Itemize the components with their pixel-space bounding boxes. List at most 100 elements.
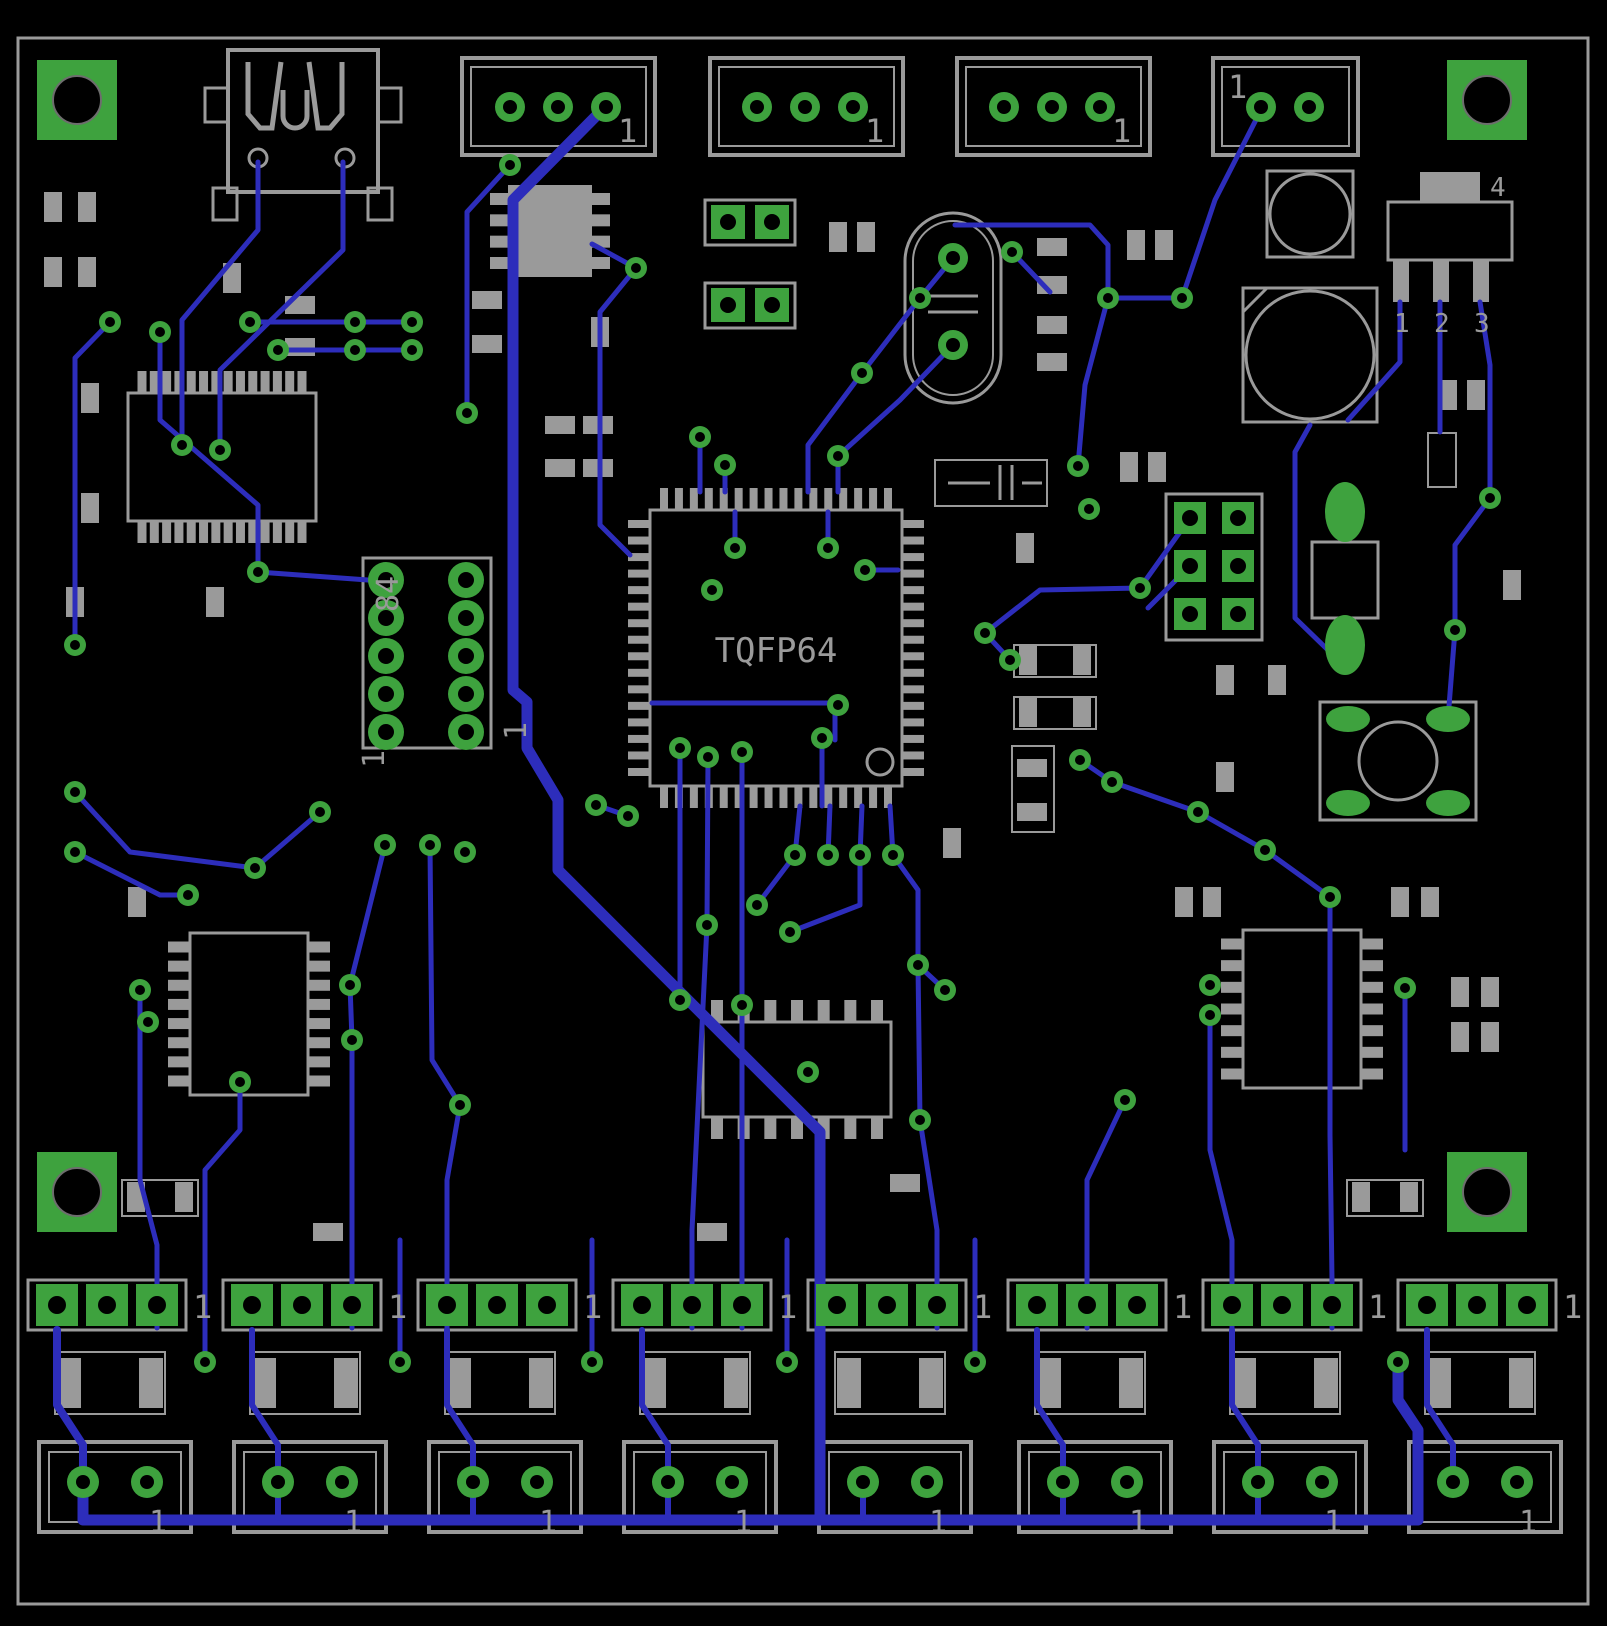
pushbutton-pad[interactable]	[1426, 706, 1470, 732]
copper-trace[interactable]	[915, 962, 923, 1123]
pad-hole	[1230, 558, 1246, 574]
pushbutton-pad[interactable]	[1326, 790, 1370, 816]
smd-pad[interactable]	[1017, 803, 1047, 821]
copper-trace[interactable]	[217, 159, 346, 453]
copper-trace[interactable]	[1292, 422, 1333, 655]
copper-trace[interactable]	[1075, 295, 1111, 469]
smd-pad[interactable]	[1481, 1022, 1499, 1052]
smd-pad[interactable]	[1203, 887, 1221, 917]
smd-pad[interactable]	[472, 335, 502, 353]
copper-trace[interactable]	[1445, 627, 1458, 722]
smd-pad[interactable]	[78, 192, 96, 222]
copper-trace[interactable]	[1084, 1097, 1128, 1331]
smd-pad[interactable]	[1467, 380, 1485, 410]
copper-trace[interactable]	[835, 342, 956, 495]
copper-trace[interactable]	[890, 852, 921, 968]
copper-trace[interactable]	[179, 159, 261, 448]
smd-pad[interactable]	[1216, 762, 1234, 792]
smd-pad[interactable]	[285, 338, 315, 356]
smd-pad[interactable]	[44, 257, 62, 287]
pad-hole	[1073, 461, 1083, 471]
smd-pad[interactable]	[1451, 1022, 1469, 1052]
smd-pad[interactable]	[1019, 697, 1037, 727]
smd-pad[interactable]	[857, 222, 875, 252]
copper-trace[interactable]	[952, 222, 1111, 301]
smd-pad[interactable]	[175, 1182, 193, 1212]
smd-pad[interactable]	[890, 1174, 920, 1192]
smd-pad[interactable]	[78, 257, 96, 287]
smd-pad[interactable]	[1017, 759, 1047, 777]
smd-pad[interactable]	[1016, 533, 1034, 563]
soic8-top-body[interactable]	[508, 185, 592, 277]
copper-trace[interactable]	[805, 370, 865, 495]
smd-pad[interactable]	[1451, 977, 1469, 1007]
smd-pad[interactable]	[81, 383, 99, 413]
smd-pad[interactable]	[81, 493, 99, 523]
smd-pad[interactable]	[1073, 697, 1091, 727]
copper-trace[interactable]	[255, 569, 371, 583]
copper-trace[interactable]	[157, 329, 261, 575]
smd-pad[interactable]	[206, 587, 224, 617]
copper-trace[interactable]	[1452, 495, 1493, 633]
smd-pad[interactable]	[943, 828, 961, 858]
smd-pad[interactable]	[1037, 238, 1067, 256]
smd-pad[interactable]	[1148, 452, 1166, 482]
smd-pad[interactable]	[1127, 230, 1145, 260]
smd-pad[interactable]	[472, 291, 502, 309]
copper-trace[interactable]	[72, 319, 113, 648]
copper-trace[interactable]	[444, 1102, 463, 1331]
copper-trace[interactable]	[1327, 894, 1335, 1331]
copper-trace[interactable]	[137, 987, 160, 1331]
smd-pad[interactable]	[1175, 887, 1193, 917]
smd-pad[interactable]	[829, 222, 847, 252]
copper-trace[interactable]	[597, 265, 639, 558]
smd-pad[interactable]	[1120, 452, 1138, 482]
pushbutton-pad[interactable]	[1426, 790, 1470, 816]
copper-trace[interactable]	[1392, 1356, 1424, 1526]
smd-pad[interactable]	[1037, 316, 1067, 334]
smd-pad[interactable]	[1037, 353, 1067, 371]
smd-pad[interactable]	[1155, 230, 1173, 260]
pad-hole	[425, 840, 435, 850]
smd-pad[interactable]	[1073, 645, 1091, 675]
cap-vertical-pad[interactable]	[1325, 615, 1365, 675]
copper-trace[interactable]	[982, 585, 1143, 636]
smd-pad[interactable]	[1503, 570, 1521, 600]
pushbutton-pad[interactable]	[1326, 706, 1370, 732]
copper-trace[interactable]	[427, 842, 463, 1108]
copper-trace[interactable]	[704, 754, 711, 928]
smd-pad[interactable]	[1216, 665, 1234, 695]
copper-trace[interactable]	[347, 842, 388, 1043]
smd-pad[interactable]	[1421, 887, 1439, 917]
smd-pad[interactable]	[1268, 665, 1286, 695]
smd-pad[interactable]	[1439, 380, 1457, 410]
copper-trace[interactable]	[1179, 107, 1264, 301]
smd-pad[interactable]	[44, 192, 62, 222]
copper-trace[interactable]	[689, 922, 710, 1331]
smd-pad[interactable]	[697, 1223, 727, 1241]
copper-trace[interactable]	[464, 162, 513, 416]
smd-pad[interactable]	[1352, 1182, 1370, 1212]
copper-trace[interactable]	[1424, 1327, 1456, 1485]
smd-pad[interactable]	[1481, 977, 1499, 1007]
smd-pad[interactable]	[223, 263, 241, 293]
smd-pad[interactable]	[313, 1223, 343, 1241]
copper-trace[interactable]	[53, 1326, 87, 1486]
copper-trace[interactable]	[72, 789, 323, 871]
copper-trace[interactable]	[1345, 299, 1403, 423]
smd-pad[interactable]	[128, 887, 146, 917]
smd-pad[interactable]	[1019, 645, 1037, 675]
copper-trace[interactable]	[787, 852, 863, 935]
tqfp-pin	[869, 786, 878, 808]
copper-trace[interactable]	[202, 1079, 243, 1365]
copper-trace[interactable]	[1477, 299, 1493, 501]
smd-pad[interactable]	[1400, 1182, 1418, 1212]
smd-pad[interactable]	[545, 459, 575, 477]
smd-pad[interactable]	[1391, 887, 1409, 917]
cap-vertical-pad[interactable]	[1325, 482, 1365, 542]
copper-trace[interactable]	[507, 101, 826, 1526]
copper-trace[interactable]	[649, 700, 838, 743]
smd-pad[interactable]	[545, 416, 575, 434]
